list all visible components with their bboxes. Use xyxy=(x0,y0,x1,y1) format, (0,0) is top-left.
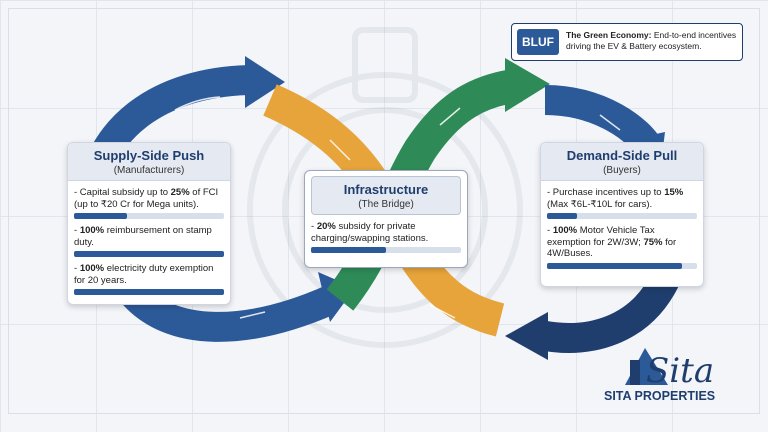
demand-side-card: Demand-Side Pull (Buyers) - Purchase inc… xyxy=(540,142,704,287)
direction-mark-1 xyxy=(174,96,221,111)
bluf-body: End-to-end incentives driving the EV & B… xyxy=(566,30,737,51)
demand-bar-2 xyxy=(547,262,697,269)
green-arrowhead xyxy=(505,58,550,112)
infra-bar-1-fill xyxy=(311,247,386,253)
blue-lower-arrow xyxy=(118,280,337,342)
demand-card-header: Demand-Side Pull (Buyers) xyxy=(541,143,703,181)
direction-mark-5 xyxy=(429,304,456,319)
supply-subtitle: (Manufacturers) xyxy=(113,165,185,176)
bluf-callout: BLUF The Green Economy: End-to-end incen… xyxy=(511,23,743,61)
supply-title: Supply-Side Push xyxy=(93,148,205,163)
demand-item-1: - Purchase incentives up to 15% (Max ₹6L… xyxy=(541,187,703,219)
demand-bar-1-fill xyxy=(547,213,577,219)
infra-title: Infrastructure xyxy=(343,182,429,197)
supply-bar-3 xyxy=(74,289,224,295)
infrastructure-card: Infrastructure (The Bridge) - 20% subsid… xyxy=(304,170,468,268)
supply-bar-2-fill xyxy=(74,251,224,257)
demand-item-2: - 100% Motor Vehicle Tax exemption for 2… xyxy=(541,225,703,269)
direction-mark-4 xyxy=(599,114,621,131)
supply-card-header: Supply-Side Push (Manufacturers) xyxy=(68,143,230,181)
direction-mark-3 xyxy=(439,107,461,126)
demand-title: Demand-Side Pull xyxy=(566,148,678,163)
demand-bar-2-fill xyxy=(547,262,682,269)
bluf-tag: BLUF xyxy=(517,29,559,55)
supply-bar-1 xyxy=(74,213,224,219)
supply-item-2: - 100% reimbursement on stamp duty. xyxy=(68,225,230,257)
direction-mark-6 xyxy=(239,311,266,319)
supply-bar-3-fill xyxy=(74,289,224,295)
bluf-heading: The Green Economy: xyxy=(566,30,652,40)
supply-item-3: - 100% electricity duty exemption for 20… xyxy=(68,263,230,295)
slide-frame xyxy=(8,8,760,414)
emblem-watermark xyxy=(247,27,523,348)
infra-bar-1 xyxy=(311,247,461,253)
navy-lower-arrow xyxy=(537,272,679,353)
direction-mark-2 xyxy=(329,139,351,161)
demand-bar-1 xyxy=(547,213,697,219)
infra-item-1: - 20% subsidy for private charging/swapp… xyxy=(305,221,467,253)
supply-bar-1-fill xyxy=(74,213,127,219)
supply-item-1: - Capital subsidy up to 25% of FCI (up t… xyxy=(68,187,230,219)
supply-side-card: Supply-Side Push (Manufacturers) - Capit… xyxy=(67,142,231,305)
company-name: SITA PROPERTIES xyxy=(604,389,716,403)
supply-bar-2 xyxy=(74,251,224,257)
logo-script: Sita xyxy=(646,351,714,391)
navy-lower-arrowhead xyxy=(505,312,548,360)
infra-subtitle: (The Bridge) xyxy=(358,199,414,210)
blue-upper-arrowhead xyxy=(245,56,285,108)
sita-logo-mark: Sita xyxy=(625,348,714,391)
bluf-text: The Green Economy: End-to-end incentives… xyxy=(566,30,738,52)
demand-subtitle: (Buyers) xyxy=(603,165,641,176)
infra-card-header: Infrastructure (The Bridge) xyxy=(311,176,461,215)
